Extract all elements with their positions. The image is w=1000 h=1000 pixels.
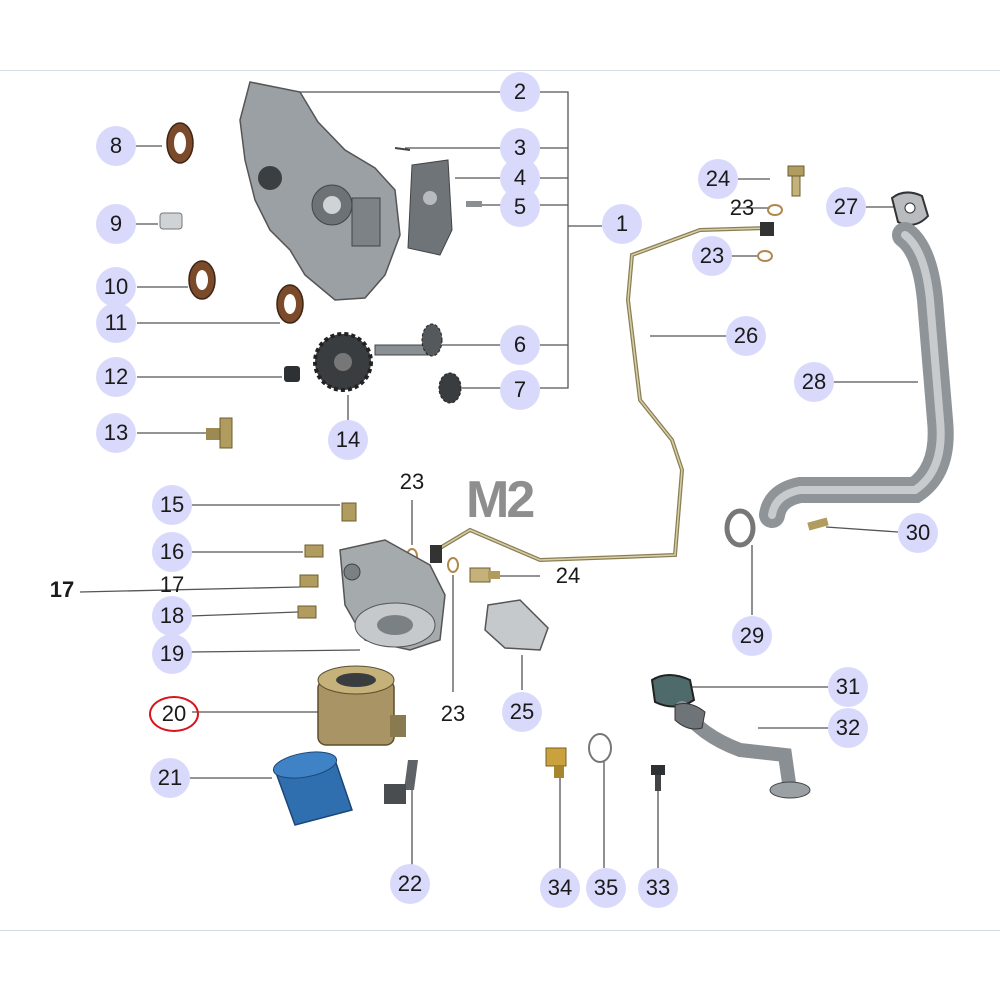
gear-nut bbox=[284, 366, 300, 382]
idler-gear bbox=[438, 372, 462, 404]
callout-19: 19 bbox=[152, 634, 192, 674]
callout-32: 32 bbox=[828, 708, 868, 748]
pressure-switch bbox=[545, 747, 567, 778]
callout-12: 12 bbox=[96, 357, 136, 397]
callout-11: 11 bbox=[96, 303, 136, 343]
pipe-fitting-lower bbox=[430, 545, 442, 563]
leader-lines bbox=[79, 91, 918, 868]
watermark: M2 bbox=[466, 471, 535, 529]
callout-34: 34 bbox=[540, 868, 580, 908]
adapter-bolts bbox=[297, 502, 357, 619]
oil-return-pipe-shine bbox=[768, 231, 945, 519]
callout-14: 14 bbox=[328, 420, 368, 460]
callout-7: 7 bbox=[500, 370, 540, 410]
bottom-border bbox=[0, 930, 1000, 931]
callout-17-bold: 17 bbox=[49, 577, 75, 602]
callout-13: 13 bbox=[96, 413, 136, 453]
callout-23-adapter: 23 bbox=[399, 469, 425, 494]
callout-24-top: 24 bbox=[698, 159, 738, 199]
oil-pickup-tube bbox=[674, 701, 811, 799]
callout-9: 9 bbox=[96, 204, 136, 244]
callout-6: 6 bbox=[500, 325, 540, 365]
banjo-bolt-top bbox=[787, 165, 805, 197]
pump-shaft bbox=[374, 323, 443, 357]
plate-screw bbox=[466, 201, 482, 207]
callout-10: 10 bbox=[96, 267, 136, 307]
callout-8: 8 bbox=[96, 126, 136, 166]
pipe-fitting bbox=[760, 222, 774, 236]
o-ring-29 bbox=[724, 508, 756, 548]
bolt-33 bbox=[651, 765, 665, 791]
callout-15: 15 bbox=[152, 485, 192, 525]
callout-27: 27 bbox=[826, 187, 866, 227]
callout-25: 25 bbox=[502, 692, 542, 732]
oil-cooler bbox=[317, 665, 406, 746]
callout-24-lower: 24 bbox=[555, 563, 581, 588]
pickup-gasket bbox=[650, 674, 696, 708]
adapter-gasket bbox=[484, 599, 549, 651]
callout-30: 30 bbox=[898, 513, 938, 553]
callout-18: 18 bbox=[152, 596, 192, 636]
bushing bbox=[159, 212, 183, 230]
callout-21: 21 bbox=[150, 758, 190, 798]
callout-23-mid: 23 bbox=[692, 236, 732, 276]
o-ring-35 bbox=[588, 733, 612, 763]
filter-adapter bbox=[339, 539, 446, 651]
callout-33: 33 bbox=[638, 868, 678, 908]
callout-29: 29 bbox=[732, 616, 772, 656]
callout-22: 22 bbox=[390, 864, 430, 904]
callout-1: 1 bbox=[602, 204, 642, 244]
front-cover-housing bbox=[239, 81, 401, 301]
bolt-30 bbox=[807, 517, 829, 531]
top-border bbox=[0, 70, 1000, 71]
callout-23-lower: 23 bbox=[440, 701, 466, 726]
oil-pipe-highlight bbox=[439, 227, 769, 561]
callout-5: 5 bbox=[500, 187, 540, 227]
flange-gasket bbox=[890, 191, 930, 226]
seals bbox=[166, 122, 304, 324]
callout-16: 16 bbox=[152, 532, 192, 572]
callout-17: 17 bbox=[159, 572, 185, 597]
oil-pump-plate bbox=[394, 147, 453, 256]
callout-31: 31 bbox=[828, 667, 868, 707]
callout-35: 35 bbox=[586, 868, 626, 908]
drive-gear bbox=[313, 332, 373, 392]
oil-filter bbox=[272, 751, 353, 826]
callout-2: 2 bbox=[500, 72, 540, 112]
bolt-13 bbox=[206, 417, 233, 449]
callout-28: 28 bbox=[794, 362, 834, 402]
oil-sensor bbox=[384, 760, 418, 804]
callout-26: 26 bbox=[726, 316, 766, 356]
banjo-bolt-lower bbox=[469, 567, 500, 583]
callout-20-highlighted: 20 bbox=[149, 696, 199, 732]
callout-23-top: 23 bbox=[729, 195, 755, 220]
